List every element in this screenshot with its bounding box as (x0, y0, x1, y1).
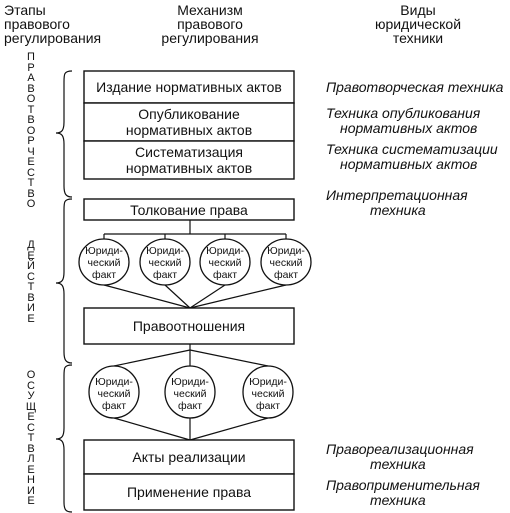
legal-fact-label: Юриди- (171, 376, 209, 388)
box-systematization (83, 140, 295, 180)
box-application (83, 473, 295, 511)
technique-lawmaking-line1: Правотворческая техника (326, 79, 504, 95)
header-mechanism: Механизм правового регулирования (161, 2, 259, 46)
legal-fact-label: ческий (270, 257, 303, 269)
stage-label-lawmaking: П Р А В О Т В О Р Ч Е С Т В О (26, 51, 36, 210)
legal-fact-label: ческий (149, 257, 182, 269)
box-realization-acts-label: Акты реализации (132, 449, 245, 465)
legal-fact-label: ческий (88, 257, 121, 269)
technique-realization-line1: Правореализационная (326, 441, 474, 457)
box-application-label: Применение права (127, 484, 251, 500)
legal-fact-label: факт (213, 269, 237, 281)
box-realization-acts (83, 439, 295, 475)
legal-fact-label: Юриди- (206, 245, 244, 257)
legal-fact-label: ческий (174, 388, 207, 400)
legal-fact-label: факт (102, 400, 126, 412)
legal-fact-label: факт (153, 269, 177, 281)
box-systematization-label-1: Систематизация (135, 144, 243, 160)
stage-label-action: Д Е Й С Т В И Е (27, 239, 35, 325)
legal-fact-circle (164, 365, 216, 419)
legal-fact-label: факт (256, 400, 280, 412)
legal-fact-circle (139, 238, 191, 286)
legal-fact-label: факт (178, 400, 202, 412)
technique-systematization-line1: Техника систематизации (326, 141, 498, 157)
legal-fact-label: ческий (209, 257, 242, 269)
header-techniques: Виды юридической техники (374, 2, 462, 46)
legal-fact-circle (88, 365, 140, 419)
technique-publication-line2: нормативных актов (340, 120, 478, 136)
legal-fact-label: Юриди- (85, 245, 123, 257)
legal-fact-label: Юриди- (146, 245, 184, 257)
technique-lawmaking: Правотворческая техника (326, 80, 506, 95)
legal-fact-label: ческий (98, 388, 131, 400)
technique-publication-line1: Техника опубликования (326, 105, 481, 121)
box-legal-relations-label: Правоотношения (133, 318, 245, 334)
technique-interpretation: Интерпретационная техника (326, 188, 506, 218)
technique-systematization: Техника систематизации нормативных актов (326, 142, 506, 172)
legal-fact-circle (78, 238, 130, 286)
legal-fact-label: ческий (252, 388, 285, 400)
stage-label-realization: О С У Щ Е С Т В Л Е Н И Е (25, 369, 37, 507)
brace-lawmaking (55, 70, 73, 198)
box-legal-relations (83, 307, 295, 345)
box-issuance-label: Издание нормативных актов (96, 79, 282, 95)
header-stages: Этапы правового регулирования (4, 2, 102, 46)
legal-fact-circle (260, 238, 312, 286)
legal-fact-label: факт (274, 269, 298, 281)
technique-application: Правоприменительная техника (326, 478, 506, 508)
legal-fact-label: Юриди- (267, 245, 305, 257)
brace-action (55, 198, 73, 364)
box-interpretation (83, 198, 295, 221)
technique-realization-line2: техника (370, 456, 426, 472)
box-interpretation-label: Толкование права (130, 202, 248, 218)
box-systematization-label-2: нормативных актов (126, 160, 252, 176)
box-publication (83, 102, 295, 142)
technique-application-line1: Правоприменительная (326, 477, 480, 493)
box-publication-label-2: нормативных актов (126, 122, 252, 138)
legal-fact-circle (242, 365, 294, 419)
technique-systematization-line2: нормативных актов (340, 156, 478, 172)
legal-fact-label: факт (92, 269, 116, 281)
legal-fact-label: Юриди- (95, 376, 133, 388)
legal-fact-circle (199, 238, 251, 286)
brace-realization (55, 364, 73, 513)
legal-fact-label: Юриди- (249, 376, 287, 388)
technique-interpretation-line2: техника (370, 202, 426, 218)
technique-application-line2: техника (370, 492, 426, 508)
box-publication-label-1: Опубликование (138, 106, 240, 122)
technique-publication: Техника опубликования нормативных актов (326, 106, 506, 136)
technique-realization: Правореализационная техника (326, 442, 506, 472)
box-issuance (83, 70, 295, 104)
technique-interpretation-line1: Интерпретационная (326, 187, 468, 203)
